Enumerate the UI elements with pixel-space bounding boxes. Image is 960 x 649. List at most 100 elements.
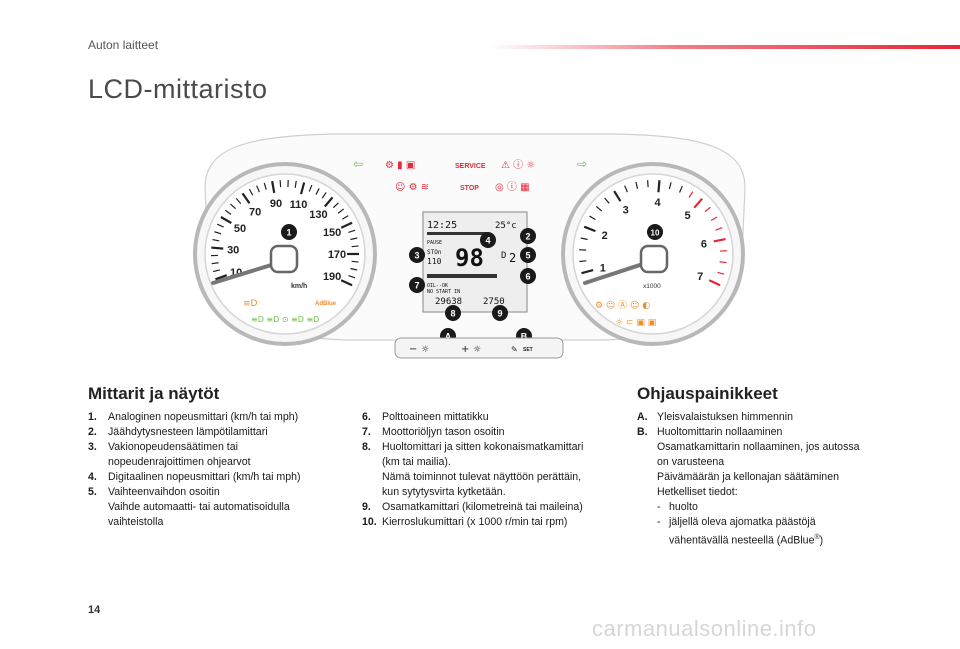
gauge-tick: [211, 262, 219, 265]
gauge-tick: [271, 180, 276, 194]
gauge-tick-label: 170: [328, 249, 346, 261]
speedo-needle: [211, 260, 283, 285]
stop-lamp: STOP: [460, 185, 479, 192]
list-item: 4.Digitaalinen nopeusmittari (km/h tai m…: [88, 471, 301, 483]
gauge-tick: [321, 192, 327, 199]
right-turn-icon: ⇨: [577, 157, 587, 171]
warning-icons-row1b: ⚠ ⓘ ☼: [501, 159, 535, 171]
gauge-tick-label: 2: [602, 230, 608, 242]
gauge-tick: [668, 182, 672, 190]
dimmer-minus-button: −: [409, 344, 417, 355]
gauges-list-continued: 6.Polttoaineen mittatikku 7.Moottoriöljy…: [362, 410, 632, 530]
lcd-gear: D: [501, 251, 506, 261]
svg-text:A: A: [445, 332, 452, 342]
watermark: carmanualsonline.info: [592, 616, 817, 641]
gauge-tick: [340, 279, 353, 287]
gauge-tick: [350, 267, 358, 271]
svg-text:6: 6: [525, 272, 530, 282]
gauge-tick: [624, 185, 628, 193]
gauge-tick: [299, 182, 306, 195]
svg-text:7: 7: [414, 281, 419, 291]
gauge-tick: [715, 227, 723, 231]
sub-list-item: -huolto: [657, 501, 698, 513]
gauge-tick: [214, 231, 222, 235]
gauge-tick: [324, 196, 334, 208]
gauge-tick: [635, 181, 639, 189]
gauge-tick: [332, 202, 339, 209]
gauge-tick-label: 30: [227, 244, 239, 256]
lcd-display: 12:25 25°c PAUSE STOn 110 98 D 2 OIL--OK…: [422, 211, 528, 313]
gauge-tick-label: 6: [701, 238, 707, 250]
lcd-nostart: NO START IN: [427, 289, 460, 295]
gauge-tick: [294, 180, 297, 188]
gauge-tick: [693, 197, 704, 209]
lcd-pause: PAUSE: [427, 240, 442, 246]
gauge-tick-label: 50: [234, 223, 246, 235]
svg-text:10: 10: [651, 229, 660, 238]
lcd-fuel-bar: [427, 274, 497, 278]
gauge-tick: [256, 185, 260, 193]
lcd-speed-small: 110: [427, 257, 442, 266]
gauge-tick: [713, 237, 726, 243]
gauge-tick: [613, 190, 622, 202]
gauge-tick: [351, 245, 359, 248]
control-buttons[interactable]: − ☼ + ☼ ✎ SET: [394, 337, 564, 359]
gauge-tick: [341, 215, 349, 220]
gauge-tick-label: 1: [600, 262, 606, 274]
gauge-tick: [230, 203, 237, 210]
lcd-oil: OIL--OK: [427, 283, 448, 289]
svg-text:2: 2: [525, 232, 530, 242]
section-title-gauges: Mittarit ja näytöt: [88, 384, 220, 403]
warning-icons-row1: ⚙ ▮ ▣: [385, 160, 415, 171]
gauge-tick: [583, 225, 596, 233]
svg-text:1: 1: [286, 228, 291, 238]
svg-text:8: 8: [450, 309, 455, 319]
speedo-unit: km/h: [291, 283, 307, 290]
gauge-tick-label: 3: [623, 205, 629, 217]
dimmer-plus-button: +: [461, 344, 469, 355]
gauge-tick-label: 70: [249, 206, 261, 218]
lcd-time: 12:25: [427, 220, 457, 231]
gauge-tick: [595, 205, 603, 212]
list-item: 2.Jäähdytysnesteen lämpötilamittari: [88, 426, 268, 438]
service-lamp: SERVICE: [455, 163, 486, 170]
gauge-tick: [704, 206, 711, 213]
list-item: 8.Huoltomittari ja sitten kokonaismatkam…: [362, 441, 584, 498]
callout-badges: 1 2 3 4 5 6 7 8 9 10 A B: [281, 224, 663, 344]
gauge-tick: [604, 197, 610, 204]
gauge-tick-label: 110: [290, 199, 308, 211]
gauge-tick: [241, 192, 251, 204]
lcd-speed-big: 98: [455, 244, 484, 272]
dimmer-sun-icon: ☼: [421, 345, 429, 355]
gauge-tick: [710, 216, 718, 222]
gauge-tick: [657, 180, 661, 193]
lcd-odo2: 2750: [483, 297, 505, 307]
warning-icons-row2: ☺ ⚙ ≋: [395, 182, 429, 193]
tacho-lamps-icon-2: ☼ ⊂ ▣ ▣: [615, 318, 656, 328]
fog-light-icon: ≡D ≡D ⊙ ≡D ≡D: [251, 315, 319, 324]
left-turn-icon: ⇦: [353, 157, 363, 171]
speedo-hub: [269, 244, 299, 274]
gauge-tick-label: 5: [685, 210, 691, 222]
page-title: LCD-mittaristo: [88, 74, 268, 104]
list-item: 9.Osamatkamittari (kilometreinä tai mail…: [362, 501, 583, 513]
gauge-tick: [688, 191, 694, 198]
header-section-label: Auton laitteet: [88, 38, 159, 52]
gauge-tick: [340, 221, 353, 229]
adblue-label: AdBlue: [315, 301, 337, 307]
dimmer-sun-icon-2: ☼: [473, 345, 481, 355]
tacho-needle: [583, 260, 651, 285]
svg-text:3: 3: [414, 251, 419, 261]
gauge-tick: [315, 188, 320, 195]
page-number: 14: [88, 604, 101, 616]
gauge-tick: [235, 197, 242, 205]
gauge-tick: [717, 271, 725, 275]
gauge-tick: [708, 279, 721, 287]
header-accent-bar: [490, 45, 960, 49]
controls-list: A.Yleisvalaistuksen himmennin B.Huoltomi…: [637, 410, 907, 549]
